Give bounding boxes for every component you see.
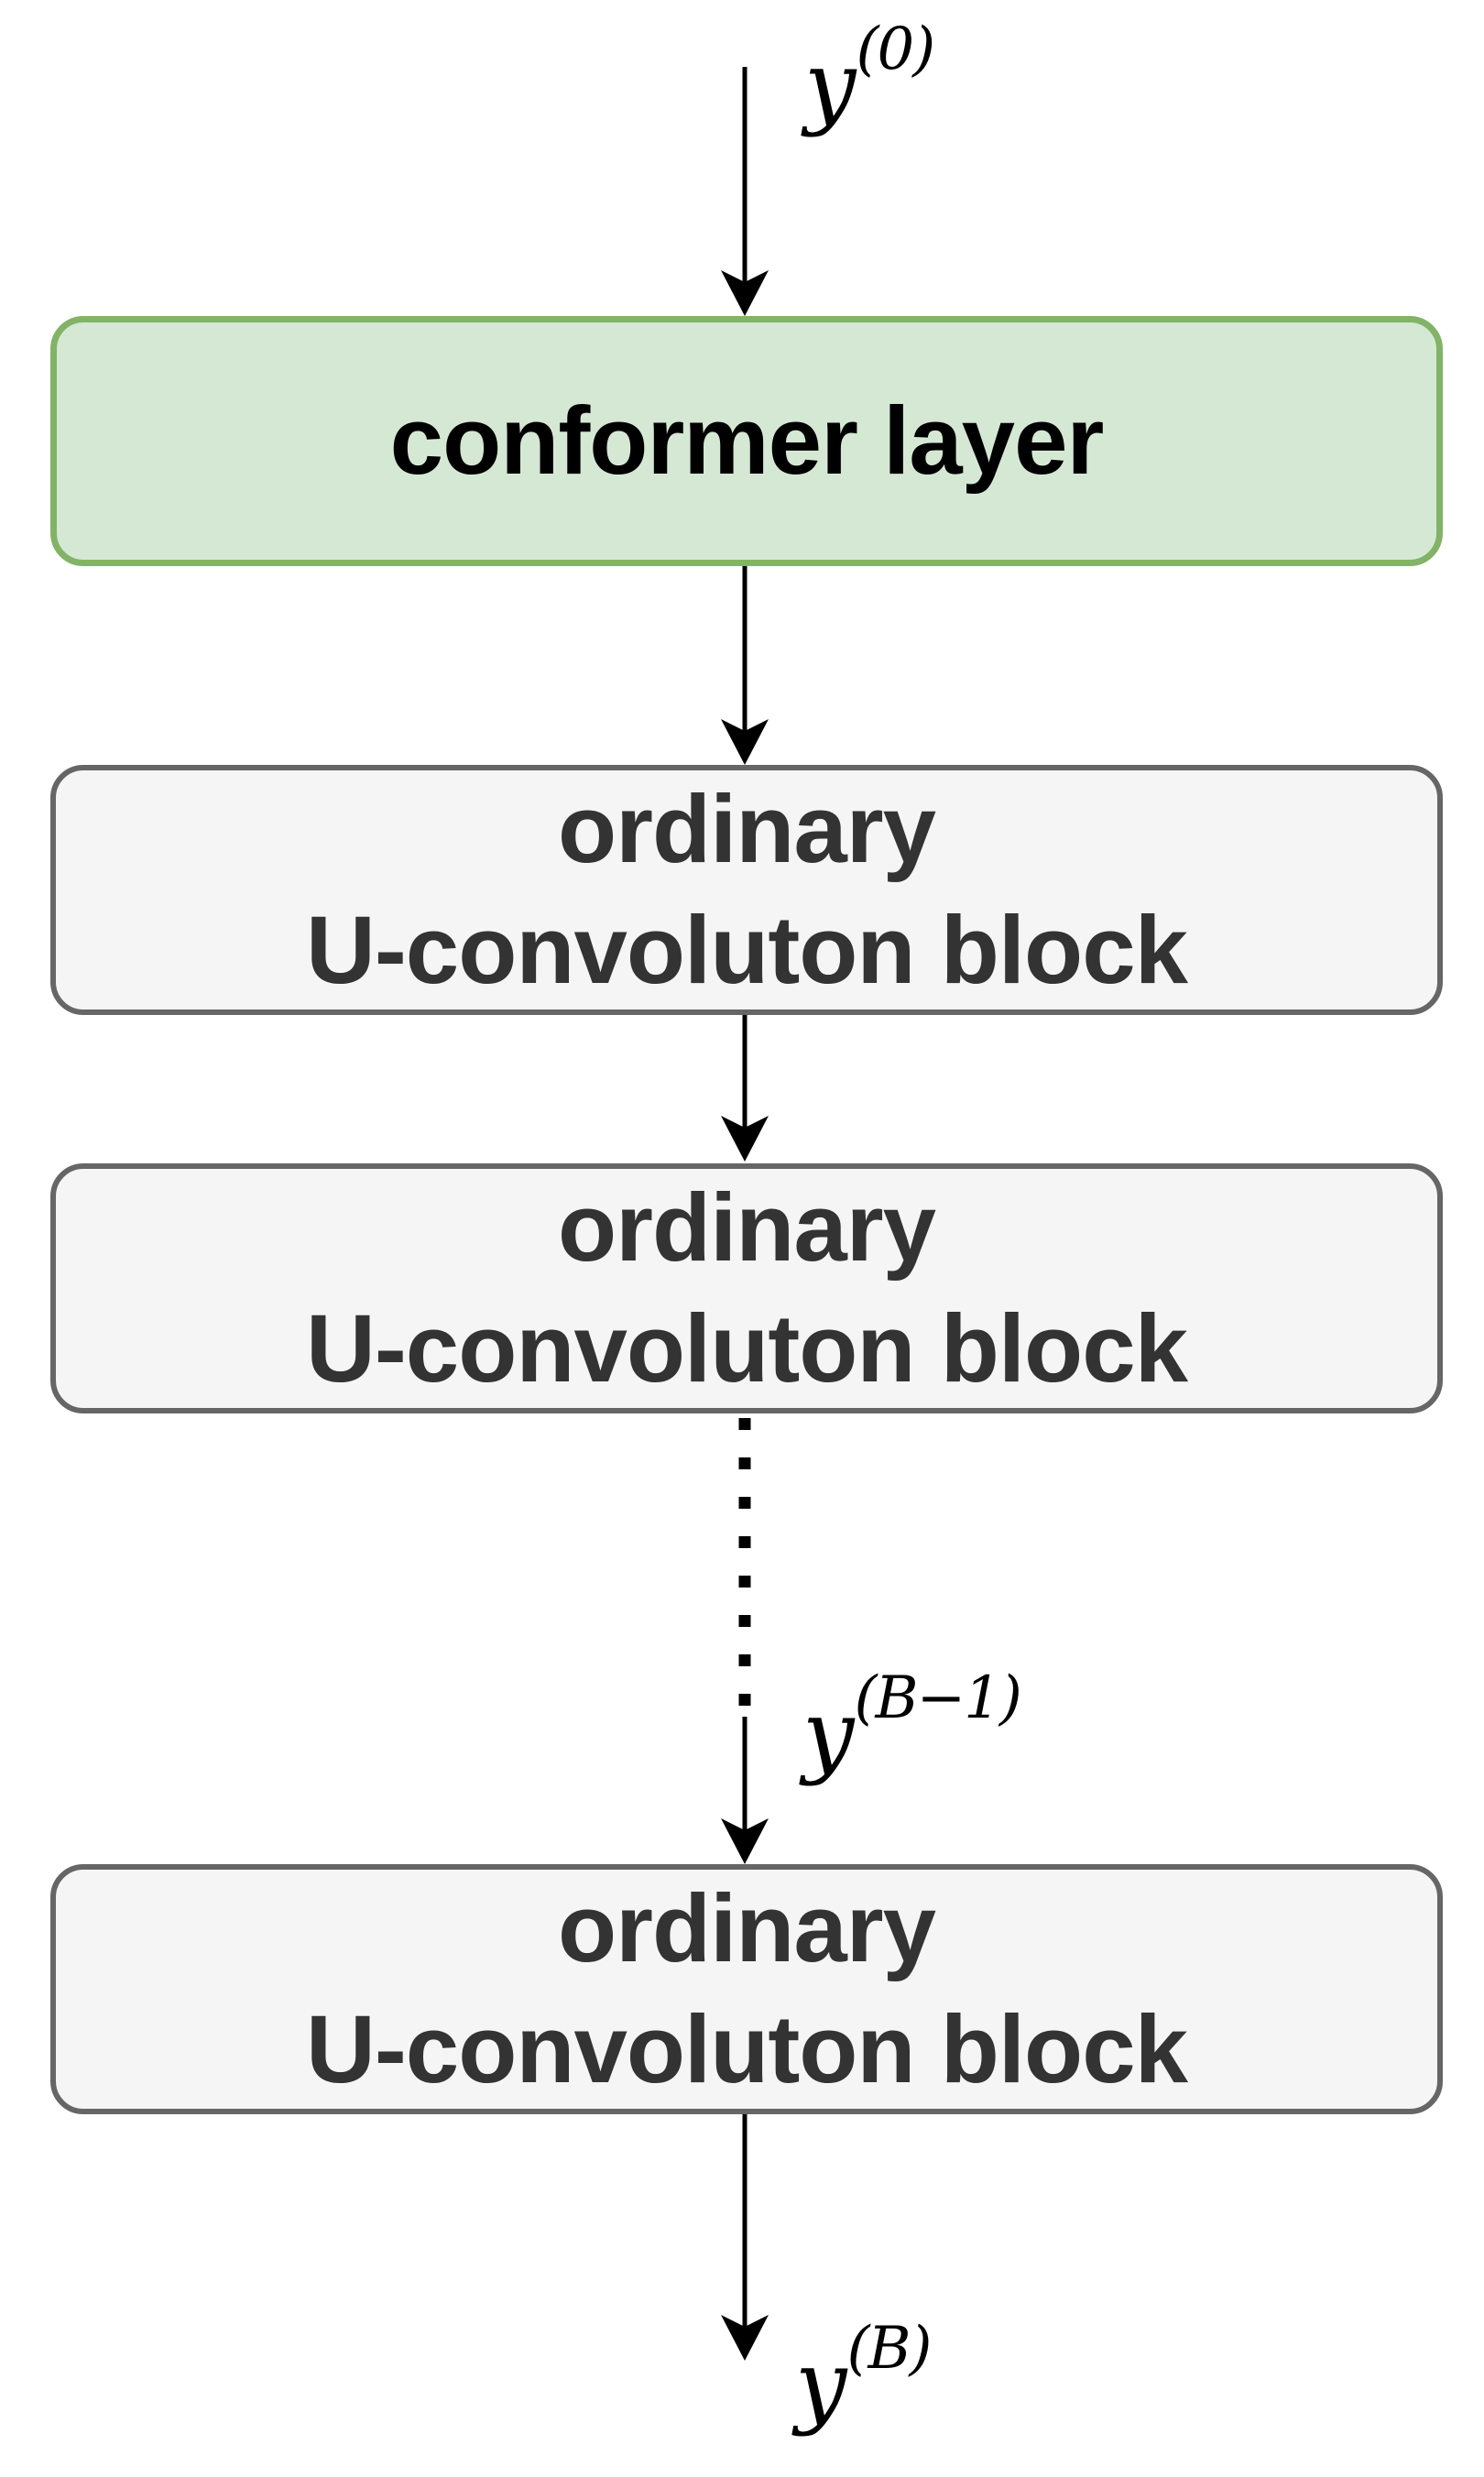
arrow-input-to-conformer bbox=[721, 67, 769, 316]
node-label-line2: U-convoluton block bbox=[306, 1294, 1188, 1402]
node-u-convoluton-block-2: ordinary U-convoluton block bbox=[50, 1163, 1443, 1413]
node-label-line1: ordinary bbox=[557, 1174, 936, 1282]
arrow-block3-to-output bbox=[721, 2114, 769, 2361]
math-superscript: (B−1) bbox=[854, 1664, 1022, 1732]
math-base: y bbox=[802, 1680, 855, 1787]
node-conformer-layer: conformer layer bbox=[50, 316, 1443, 566]
edge-label-yBm1: y(B−1) bbox=[802, 1669, 1022, 1780]
node-label-line2: U-convoluton block bbox=[306, 1995, 1188, 2103]
math-base: y bbox=[804, 31, 857, 138]
arrow-block1-to-block2 bbox=[721, 1012, 769, 1162]
node-label-line1: ordinary bbox=[557, 1875, 936, 1983]
math-superscript: (B) bbox=[846, 2315, 933, 2383]
node-u-convoluton-block-1: ordinary U-convoluton block bbox=[50, 765, 1443, 1015]
node-u-convoluton-block-3: ordinary U-convoluton block bbox=[50, 1864, 1443, 2114]
arrow-conformer-to-block1 bbox=[721, 566, 769, 765]
edge-label-y0: y(0) bbox=[804, 20, 935, 131]
node-label: conformer layer bbox=[389, 387, 1105, 495]
node-label-line2: U-convoluton block bbox=[306, 896, 1188, 1004]
math-base: y bbox=[795, 2330, 847, 2438]
edge-label-yB: y(B) bbox=[795, 2319, 932, 2430]
math-superscript: (0) bbox=[856, 16, 936, 83]
arrow-yBm1-to-block3 bbox=[721, 1717, 769, 1864]
node-label-line1: ordinary bbox=[557, 776, 936, 884]
